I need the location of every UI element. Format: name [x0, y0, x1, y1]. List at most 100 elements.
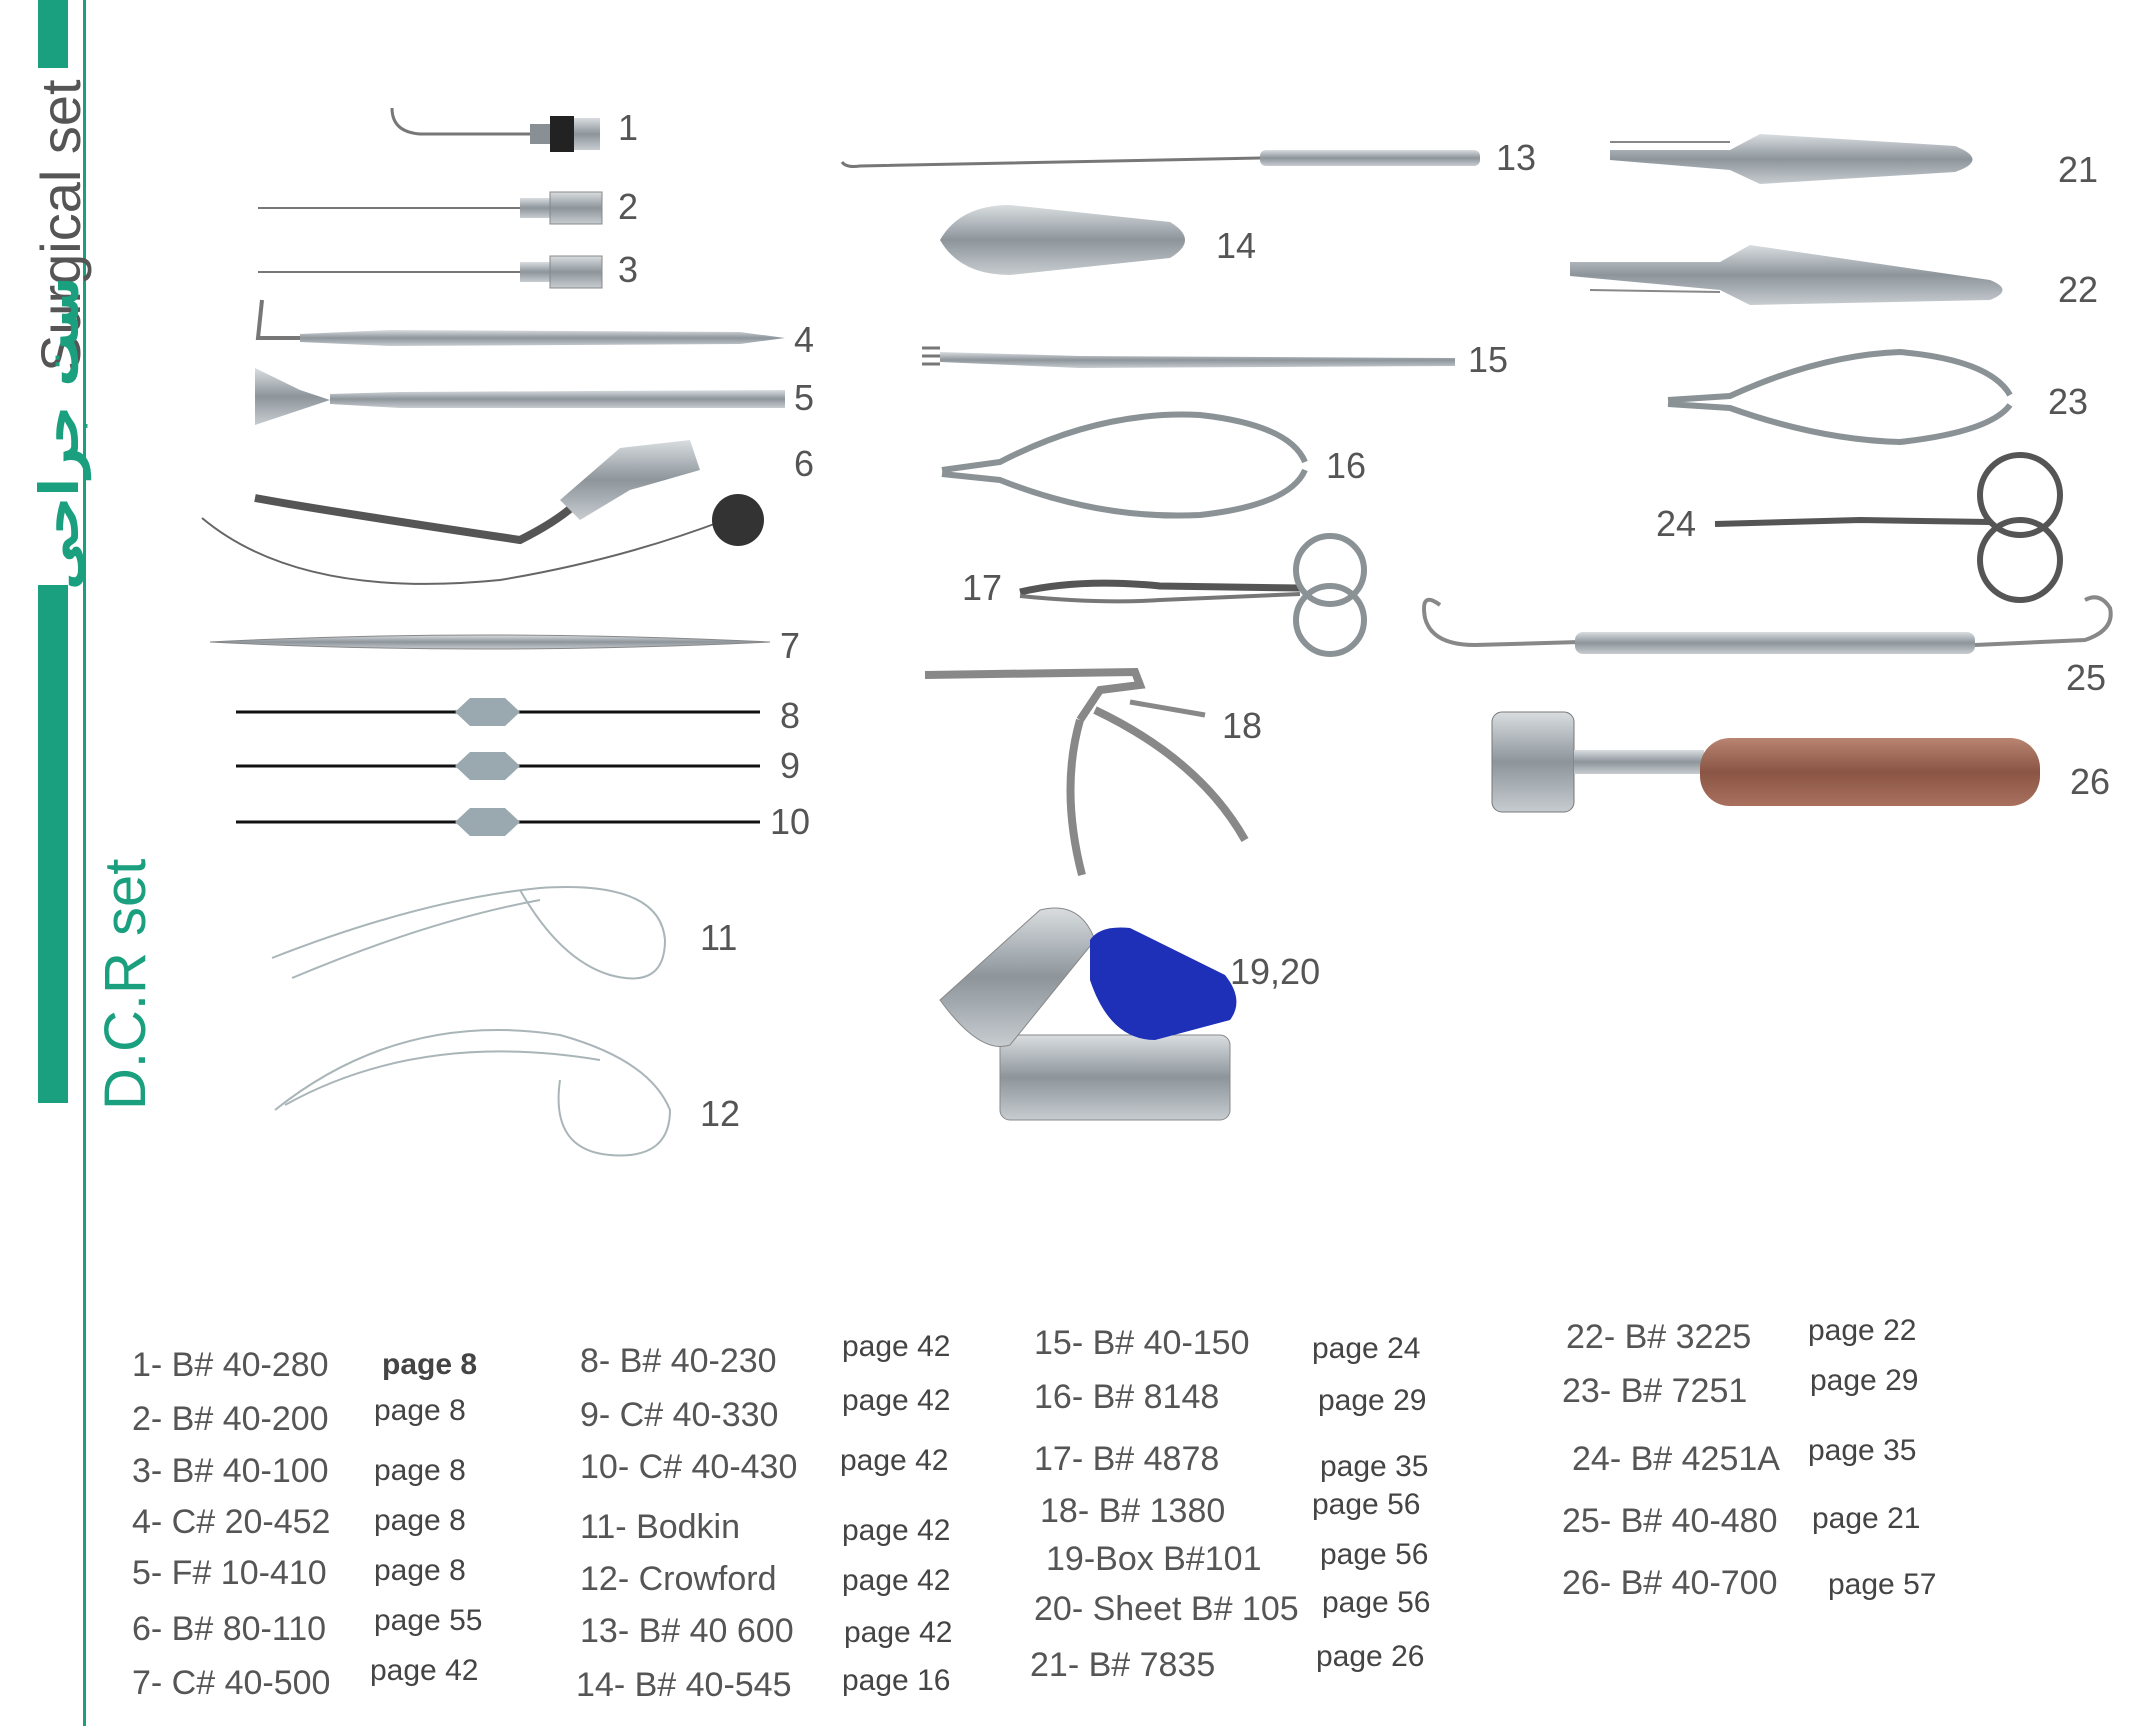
catalog-page-24: page 35	[1808, 1434, 1917, 1467]
catalog-page-25: page 21	[1812, 1502, 1921, 1535]
double-hook-25-illustration	[1422, 595, 2113, 654]
catalog-page-5: page 8	[374, 1554, 466, 1587]
catalog-page-2: page 8	[374, 1394, 466, 1427]
forceps-21-illustration	[1610, 134, 1973, 184]
label-9: 9	[780, 745, 801, 786]
catalog-page-16: page 29	[1318, 1384, 1427, 1417]
label-25: 25	[2066, 657, 2107, 698]
label-23: 23	[2048, 381, 2089, 422]
catalog-page-19: page 56	[1320, 1538, 1429, 1571]
catalog-ref-2: 2- B# 40-200	[132, 1400, 329, 1438]
rongeur-18-illustration	[924, 667, 1249, 877]
catalog-page-26: page 57	[1828, 1568, 1937, 1601]
retractor-5-illustration	[255, 368, 785, 425]
probe-13-illustration	[840, 150, 1480, 168]
micro-scissors-16-illustration	[941, 411, 1308, 519]
label-12: 12	[700, 1093, 741, 1134]
label-16: 16	[1326, 445, 1367, 486]
catalog-ref-10: 10- C# 40-430	[580, 1448, 798, 1486]
scissors-17-illustration	[1019, 533, 1367, 657]
label-7: 7	[780, 625, 801, 666]
catalog-page-15: page 24	[1312, 1332, 1421, 1365]
catalog-ref-15: 15- B# 40-150	[1034, 1324, 1250, 1362]
label-26: 26	[2070, 761, 2111, 802]
catalog-ref-23: 23- B# 7251	[1562, 1372, 1748, 1410]
spatula-14-illustration	[940, 205, 1185, 275]
catalog-page-1: page 8	[382, 1348, 478, 1381]
catalog-ref-4: 4- C# 20-452	[132, 1503, 331, 1541]
catalog-page-14: page 16	[842, 1664, 951, 1697]
catalog-ref-14: 14- B# 40-545	[576, 1666, 792, 1704]
catalog-page-12: page 42	[842, 1564, 951, 1597]
file-7-illustration	[209, 634, 771, 650]
green-divider-line	[83, 0, 86, 1726]
catalog-ref-24: 24- B# 4251A	[1572, 1440, 1780, 1478]
label-10: 10	[770, 801, 811, 842]
label-8: 8	[780, 695, 801, 736]
label-5: 5	[794, 377, 815, 418]
cannula-3-illustration	[258, 255, 603, 289]
catalog-ref-18: 18- B# 1380	[1040, 1492, 1226, 1530]
rake-15-illustration	[922, 346, 1455, 368]
label-13: 13	[1496, 137, 1537, 178]
catalog-page-11: page 42	[842, 1514, 951, 1547]
catalog-ref-8: 8- B# 40-230	[580, 1342, 777, 1380]
catalog-page-9: page 42	[842, 1384, 951, 1417]
catalog-page-3: page 8	[374, 1454, 466, 1487]
catalog-page-7: page 42	[370, 1654, 479, 1687]
catalog-page-17: page 35	[1320, 1450, 1429, 1483]
label-4: 4	[794, 319, 815, 360]
catalog-page-13: page 42	[844, 1616, 953, 1649]
catalog-ref-20: 20- Sheet B# 105	[1034, 1590, 1299, 1628]
probe-8-illustration	[236, 698, 760, 726]
label-1: 1	[618, 107, 639, 148]
label-19-20: 19,20	[1230, 951, 1321, 992]
catalog-ref-17: 17- B# 4878	[1034, 1440, 1220, 1478]
label-24: 24	[1656, 503, 1697, 544]
probe-9-illustration	[236, 752, 760, 780]
catalog-ref-3: 3- B# 40-100	[132, 1452, 329, 1490]
label-17: 17	[962, 567, 1003, 608]
label-3: 3	[618, 249, 639, 290]
label-21: 21	[2058, 149, 2099, 190]
catalog-ref-21: 21- B# 7835	[1030, 1646, 1216, 1684]
label-14: 14	[1216, 225, 1257, 266]
catalog-ref-19: 19-Box B#101	[1046, 1540, 1262, 1578]
catalog-page-21: page 26	[1316, 1640, 1425, 1673]
cannula-6-illustration	[201, 440, 764, 585]
catalog-page-6: page 55	[374, 1604, 483, 1637]
cannula-1-illustration	[390, 107, 600, 152]
forceps-22-illustration	[1570, 245, 2003, 305]
cannula-2-illustration	[258, 191, 603, 225]
catalog-page-22: page 22	[1808, 1314, 1917, 1347]
catalog-page-23: page 29	[1810, 1364, 1919, 1397]
catalog-ref-13: 13- B# 40 600	[580, 1612, 794, 1650]
catalog-ref-22: 22- B# 3225	[1566, 1318, 1752, 1356]
label-15: 15	[1468, 339, 1509, 380]
catalog-ref-9: 9- C# 40-330	[580, 1396, 779, 1434]
catalog-ref-16: 16- B# 8148	[1034, 1378, 1220, 1416]
catalog-ref-7: 7- C# 40-500	[132, 1664, 331, 1702]
catalog-ref-26: 26- B# 40-700	[1562, 1564, 1778, 1602]
label-2: 2	[618, 186, 639, 227]
catalog-ref-11: 11- Bodkin	[580, 1508, 741, 1546]
label-6: 6	[794, 443, 815, 484]
crowford-12-illustration	[274, 1029, 672, 1157]
catalog-ref-12: 12- Crowford	[580, 1560, 777, 1598]
label-11: 11	[700, 917, 738, 958]
catalog-page-20: page 56	[1322, 1586, 1431, 1619]
sterilization-box-19-20-illustration	[939, 907, 1237, 1121]
catalog-ref-6: 6- B# 80-110	[132, 1610, 327, 1648]
label-18: 18	[1222, 705, 1263, 746]
mallet-26-illustration	[1491, 711, 2040, 813]
catalog-page-18: page 56	[1312, 1488, 1421, 1521]
probe-10-illustration	[236, 808, 760, 836]
probe-4-illustration	[255, 299, 785, 346]
catalog-page-10: page 42	[840, 1444, 949, 1477]
scissors-24-illustration	[1714, 452, 2063, 603]
bodkin-11-illustration	[271, 886, 667, 980]
catalog-page-8: page 42	[842, 1330, 951, 1363]
catalog-ref-5: 5- F# 10-410	[132, 1554, 327, 1592]
catalog-ref-25: 25- B# 40-480	[1562, 1502, 1778, 1540]
catalog-ref-1: 1- B# 40-280	[132, 1346, 329, 1384]
